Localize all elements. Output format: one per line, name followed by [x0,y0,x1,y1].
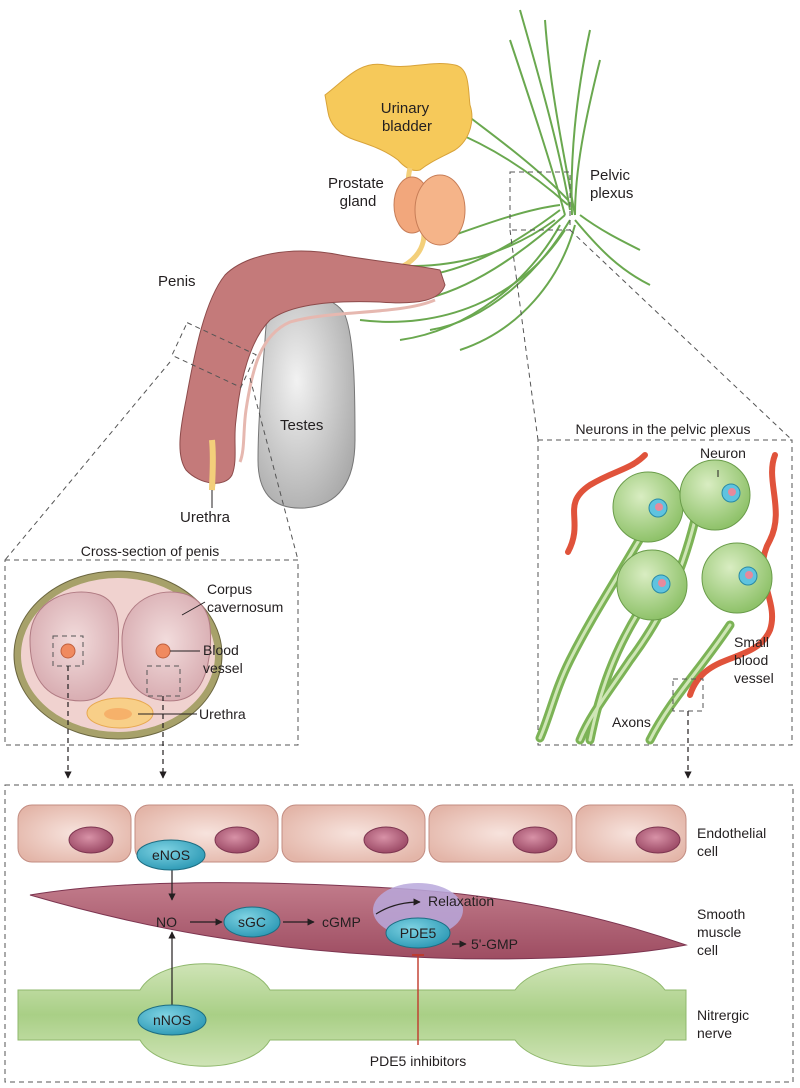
zoom-line-left-1 [4,361,171,561]
cgmp-to-relaxation-arrow [375,898,421,915]
nitrergic-nerve [17,963,687,1067]
pelvic-plexus-nerves [359,9,651,351]
gmp-label: 5'-GMP [471,936,518,952]
svg-text:nNOS: nNOS [153,1012,191,1028]
prostate-gland-label: Prostate gland [328,175,388,210]
blood-vessel-left [60,643,76,659]
pde5-pill: PDE5 [385,917,451,949]
cross-section-title: Cross-section of penis [81,543,220,559]
blood-vessel-label: Blood vessel [203,642,243,676]
penis-label: Penis [158,273,196,290]
prostate-gland-shape [393,174,466,246]
pelvic-plexus-label: Pelvic plexus [590,167,634,202]
smooth-muscle-cell-label: Smooth muscle cell [697,906,749,958]
endothelial-cell-label: Endothelial cell [697,825,770,859]
cs-urethra-label: Urethra [199,706,246,722]
zoom-box-vessel-right [146,665,181,697]
enos-pill: eNOS [136,839,206,871]
no-label: NO [156,914,177,930]
pathway-panel: eNOS sGC PDE5 nNOS NO cGMP Relaxation 5'… [4,784,794,1083]
sgc-pill: sGC [223,906,281,938]
blood-vessel-right [155,643,171,659]
svg-text:sGC: sGC [238,914,266,930]
small-blood-vessel-label: Small blood vessel [734,634,774,686]
zoom-line-right-2 [569,229,793,441]
cross-section-panel: Cross-section of penis Corpus cavernosum… [4,543,299,746]
axons-label: Axons [612,714,651,730]
neurons-panel: Neurons in the pelvic plexus [535,421,793,746]
svg-text:eNOS: eNOS [152,847,190,863]
cgmp-label: cGMP [322,914,361,930]
plexus-zoom-box [509,171,571,231]
zoom-arrows [64,666,692,779]
blood-vessel-top [565,452,648,555]
neuron-cell-bodies [612,459,773,621]
urethra-opening [209,439,216,491]
urinary-bladder-label: Urinary bladder [381,100,434,135]
penis-zoom-box [171,321,257,389]
corpus-left [29,591,120,702]
neurons-panel-title: Neurons in the pelvic plexus [575,421,750,437]
zoom-line-left-2 [249,377,299,561]
relaxation-label: Relaxation [428,893,494,909]
svg-text:PDE5: PDE5 [400,925,437,941]
urethra-label: Urethra [180,509,231,526]
anatomy-illustration: Urinary bladder Prostate gland Pelvic pl… [158,9,651,526]
penis-shape [179,250,446,484]
testes-label: Testes [280,417,323,434]
pde5-inhibitors-label: PDE5 inhibitors [370,1053,467,1069]
neuron-label: Neuron [700,445,746,461]
zoom-line-right-1 [509,229,539,441]
nnos-pill: nNOS [137,1004,207,1036]
nitrergic-nerve-label: Nitrergic nerve [697,1007,753,1041]
urinary-bladder-shape [324,63,473,171]
corpus-leader [181,601,206,616]
endothelial-cells [17,804,687,863]
corpus-cavernosum-label: Corpus cavernosum [207,581,283,615]
penis-inner-line [238,298,436,463]
testes-shape [257,295,356,509]
smooth-muscle-cell [29,882,688,960]
